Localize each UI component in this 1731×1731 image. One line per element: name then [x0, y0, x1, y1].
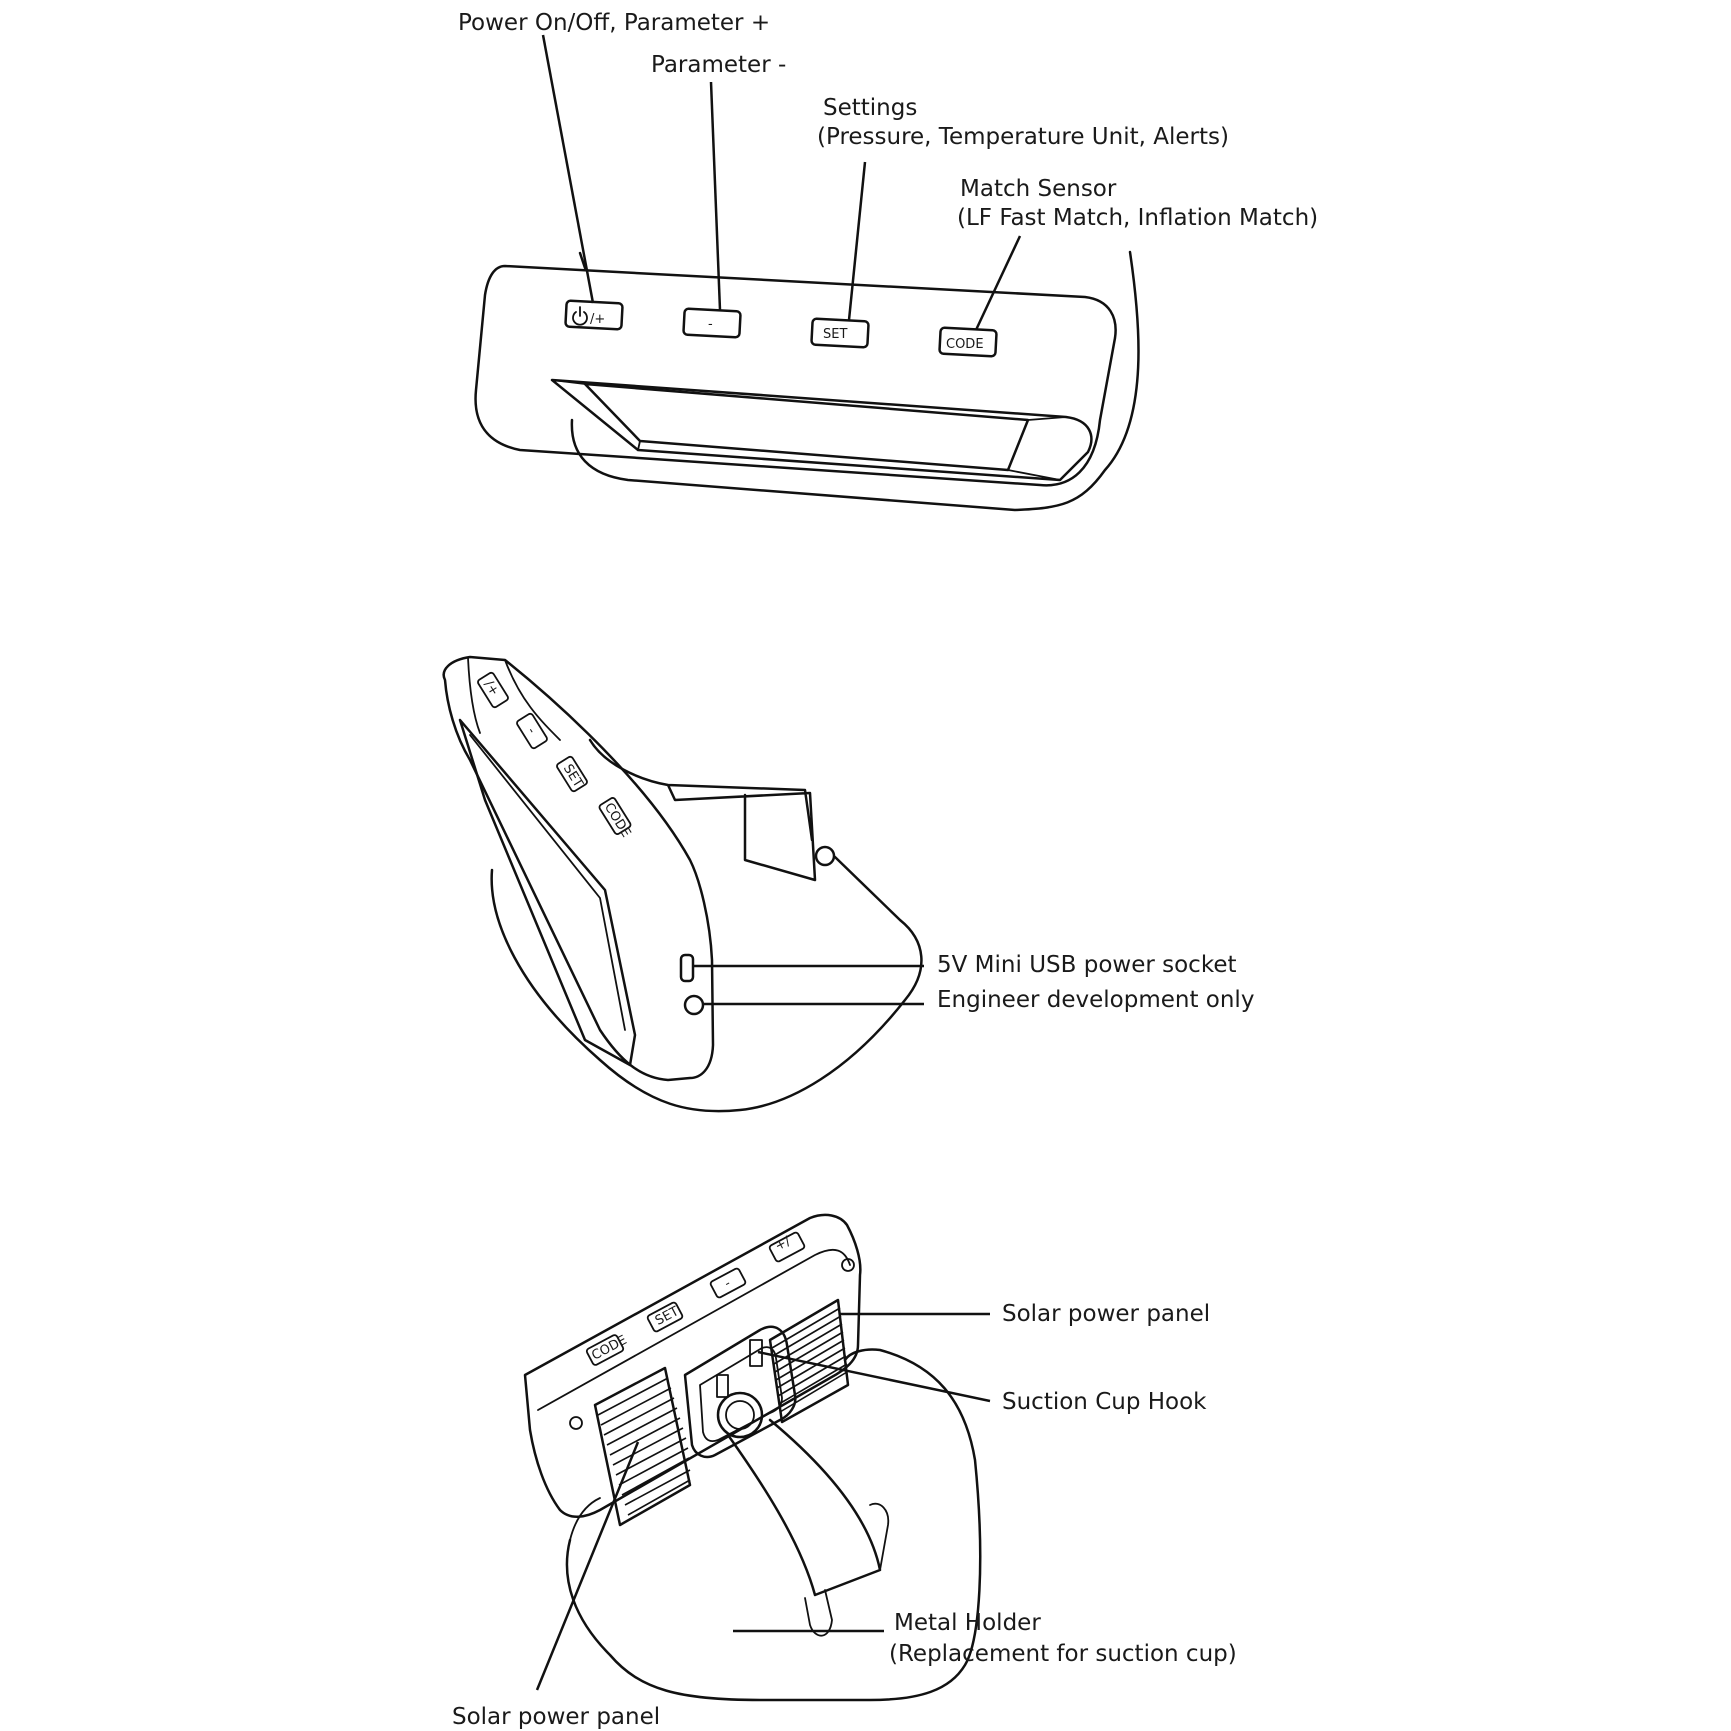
figure-side-view: /+ - SET CODE 5V Mini USB power socket E…: [442, 655, 1254, 1113]
leader-solar-left: [535, 1441, 640, 1691]
power-plus-button-side: /+: [477, 671, 509, 709]
code-button: CODE: [938, 326, 998, 358]
minus-button-rear: -: [709, 1267, 747, 1299]
suction-cup-mount: [683, 1325, 797, 1459]
power-label: Power On/Off, Parameter +: [458, 10, 770, 36]
power-button-label: /+: [590, 312, 605, 327]
metal-bracket: [588, 738, 817, 882]
set-button: SET: [810, 317, 870, 349]
match-sensor-label: Match Sensor: [960, 176, 1117, 202]
settings-label: Settings: [823, 95, 917, 121]
figure-top-view: /+ - SET CODE Power On/Off, Parameter + …: [458, 10, 1318, 512]
solar-panel-left-icon: [593, 1366, 692, 1527]
metal-holder-label: Metal Holder: [894, 1610, 1041, 1636]
minus-button-rear-label: -: [722, 1276, 733, 1292]
code-button-side: CODE: [598, 797, 633, 840]
leader-match: [974, 235, 1022, 331]
device-body-side: [442, 655, 715, 1082]
minus-button-label: -: [708, 317, 713, 332]
solar-panel-left-label: Solar power panel: [452, 1704, 660, 1730]
usb-socket-label: 5V Mini USB power socket: [937, 952, 1236, 978]
holder-arm: [726, 1418, 882, 1597]
solar-panel-right-icon: [768, 1298, 850, 1424]
power-button-side-label: /+: [481, 678, 502, 699]
suction-cup-hook-label: Suction Cup Hook: [1002, 1389, 1207, 1415]
code-button-rear: CODE: [585, 1333, 630, 1366]
code-button-label: CODE: [946, 337, 984, 352]
device-body: [474, 264, 1117, 487]
holder-base: [565, 1348, 982, 1702]
power-icon: [572, 306, 588, 326]
power-plus-button: /+: [564, 299, 624, 331]
minus-button: -: [682, 307, 742, 339]
screen-side: [458, 718, 637, 1067]
leader-settings: [847, 161, 867, 321]
power-button-rear-label: +/: [773, 1234, 794, 1255]
leader-suction: [757, 1350, 991, 1403]
usb-port-icon: [679, 953, 695, 983]
engineer-port-icon: [683, 994, 705, 1016]
screen-frame: [550, 378, 1093, 482]
screw-icon: [569, 1416, 583, 1430]
leader-power: [541, 34, 595, 304]
screw-icon: [841, 1258, 855, 1272]
power-plus-button-rear: +/: [768, 1231, 806, 1263]
stand-outline: [570, 250, 1140, 512]
match-sensor-detail-label: (LF Fast Match, Inflation Match): [957, 205, 1318, 231]
parameter-minus-label: Parameter -: [651, 52, 786, 78]
metal-holder-detail-label: (Replacement for suction cup): [889, 1641, 1237, 1667]
stand-base: [490, 855, 923, 1113]
set-button-label: SET: [823, 327, 847, 342]
solar-panel-right-label: Solar power panel: [1002, 1301, 1210, 1327]
set-button-side: SET: [556, 755, 588, 793]
figure-rear-view: +/ - SET CODE: [452, 1213, 1237, 1730]
minus-button-side: -: [516, 712, 548, 750]
screen: [583, 382, 1030, 472]
minus-button-side-label: -: [524, 725, 539, 737]
engineer-label: Engineer development only: [937, 987, 1254, 1013]
settings-detail-label: (Pressure, Temperature Unit, Alerts): [817, 124, 1229, 150]
leader-minus: [709, 81, 722, 311]
device-body-rear: [523, 1213, 862, 1518]
bracket-hole-icon: [814, 845, 836, 867]
